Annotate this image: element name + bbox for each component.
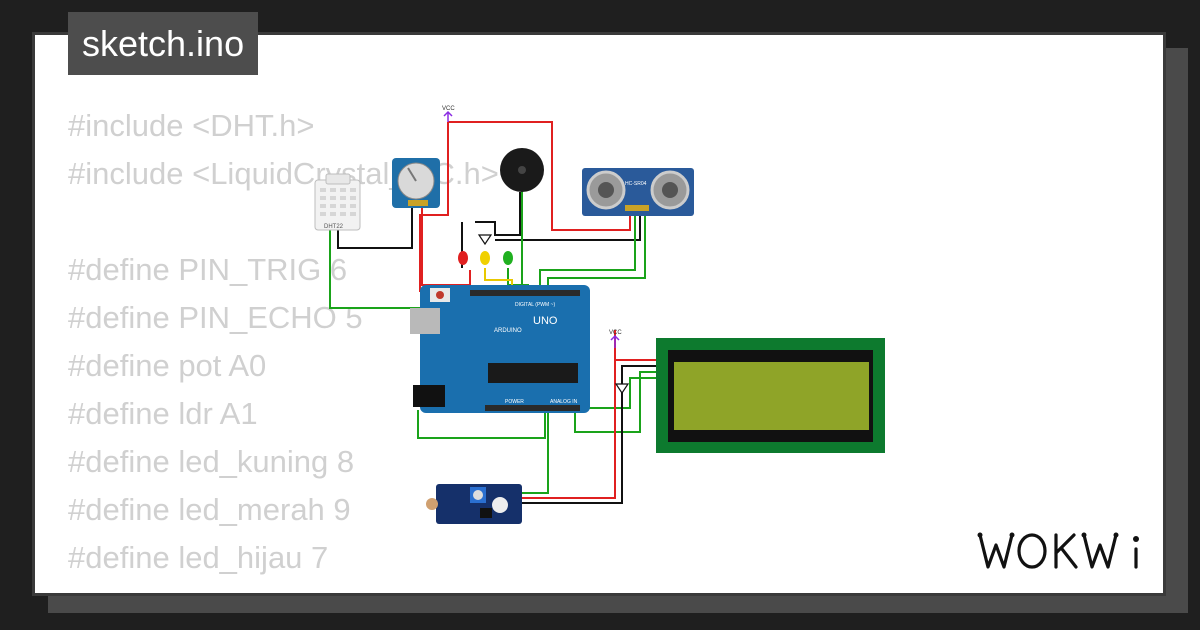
code-line: #define led_merah 9 bbox=[68, 492, 351, 527]
led-yellow bbox=[480, 251, 490, 265]
wokwi-logo bbox=[977, 532, 1139, 569]
svg-text:DIGITAL (PWM ~): DIGITAL (PWM ~) bbox=[515, 302, 555, 308]
code-line: #define ldr A1 bbox=[68, 396, 258, 431]
svg-text:UNO: UNO bbox=[533, 315, 558, 327]
wire-red bbox=[448, 121, 631, 231]
svg-text:VCC: VCC bbox=[442, 106, 455, 112]
wire-green bbox=[539, 212, 636, 292]
code-line: #define led_kuning 8 bbox=[68, 444, 355, 479]
ultrasonic-sensor: HC-SR04 bbox=[582, 168, 694, 216]
svg-text:VCC: VCC bbox=[609, 330, 622, 336]
wire-green bbox=[417, 410, 546, 439]
vcc-symbol-lcd: VCC bbox=[609, 330, 622, 348]
wire-red bbox=[419, 122, 449, 292]
svg-text:ARDUINO: ARDUINO bbox=[494, 328, 522, 334]
wire-green bbox=[522, 412, 549, 494]
vcc-symbol-top: VCC bbox=[442, 106, 455, 122]
svg-text:POWER: POWER bbox=[505, 399, 524, 405]
sketch-filename: sketch.ino bbox=[68, 12, 259, 75]
ground-symbol bbox=[614, 383, 630, 395]
code-line: #define PIN_TRIG 6 bbox=[68, 252, 348, 287]
led-green bbox=[503, 251, 513, 265]
code-line: #define led_hijau 7 bbox=[68, 540, 329, 575]
wire-black bbox=[522, 365, 660, 504]
wire-red bbox=[614, 330, 660, 361]
led-red bbox=[458, 251, 468, 265]
ground-symbol bbox=[477, 234, 493, 246]
lcd-display bbox=[656, 338, 885, 453]
wire-black bbox=[475, 192, 521, 236]
code-line: #define pot A0 bbox=[68, 348, 267, 383]
buzzer bbox=[500, 148, 544, 192]
wire-green bbox=[580, 377, 660, 409]
code-line: #define PIN_ECHO 5 bbox=[68, 300, 363, 335]
wire-green bbox=[574, 371, 660, 433]
svg-text:DHT22: DHT22 bbox=[324, 224, 344, 230]
wire-black bbox=[495, 212, 641, 241]
svg-text:HC-SR04: HC-SR04 bbox=[625, 181, 647, 187]
arduino-uno-board: UNO ARDUINO DIGITAL (PWM ~) ANALOG IN PO… bbox=[410, 285, 590, 413]
code-line: #include <DHT.h> bbox=[68, 108, 315, 143]
potentiometer bbox=[392, 158, 440, 208]
wire-red bbox=[522, 360, 616, 499]
code-preview: #include <DHT.h> #include <LiquidCrystal… bbox=[68, 102, 499, 582]
wire-black bbox=[337, 205, 413, 249]
dht22-sensor: DHT22 bbox=[314, 173, 361, 231]
svg-text:ANALOG IN: ANALOG IN bbox=[550, 399, 578, 405]
ldr-module bbox=[426, 484, 522, 524]
